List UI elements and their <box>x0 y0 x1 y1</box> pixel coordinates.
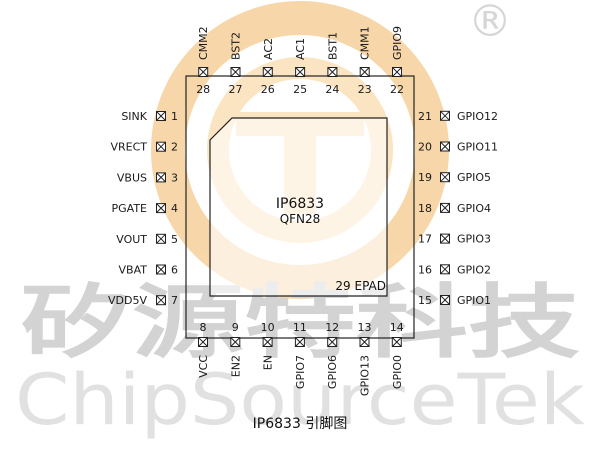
pin-number: 2 <box>171 141 178 154</box>
pin-name: BST2 <box>230 32 243 60</box>
pin-name: VBAT <box>119 264 148 277</box>
diagram-caption: IP6833 引脚图 <box>253 416 348 432</box>
registered-mark: ® <box>468 0 512 47</box>
pin-number: 22 <box>390 83 404 96</box>
pin-marker <box>156 172 166 183</box>
pin-name: GPIO12 <box>457 110 498 123</box>
pin-name: PGATE <box>112 202 148 215</box>
pin-name: GPIO4 <box>457 202 491 215</box>
pin-marker <box>156 111 166 121</box>
pin-name: GPIO7 <box>294 355 307 389</box>
pin-marker <box>156 141 166 152</box>
epad-label: 29 EPAD <box>335 279 386 293</box>
pin-number: 10 <box>261 321 275 334</box>
exposed-pad <box>209 117 388 297</box>
pin-number: 14 <box>390 321 404 334</box>
pin-number: 24 <box>325 83 339 96</box>
pin-number: 19 <box>418 171 432 184</box>
pin-marker <box>359 337 370 347</box>
watermark-brand-en: ChipSourceTek <box>15 359 586 441</box>
pin-name: GPIO3 <box>457 233 491 246</box>
pin-number: 18 <box>418 202 432 215</box>
chip-package: QFN28 <box>280 212 321 226</box>
pin-name: GPIO0 <box>391 355 404 389</box>
pin-name: GPIO1 <box>457 294 491 307</box>
pin-marker <box>262 337 273 347</box>
pin-marker <box>230 67 241 77</box>
pin-marker <box>392 67 402 77</box>
pin-number: 6 <box>171 264 178 277</box>
pin-name: GPIO2 <box>457 263 491 276</box>
pin-marker <box>198 67 209 77</box>
pin-name: AC1 <box>294 38 307 60</box>
pin-name: GPIO9 <box>391 26 404 60</box>
pin-number: 27 <box>229 83 243 96</box>
pin-number: 5 <box>171 233 178 246</box>
pin-name: VOUT <box>116 233 147 246</box>
pin-number: 1 <box>171 110 178 123</box>
pin-marker <box>327 337 338 347</box>
pin-name: GPIO13 <box>359 355 372 396</box>
pin-marker <box>156 295 166 306</box>
pin-marker <box>440 141 450 152</box>
pin-number: 23 <box>358 83 372 96</box>
pin-number: 26 <box>261 83 275 96</box>
pin-marker <box>156 203 166 214</box>
pin-name: GPIO6 <box>326 355 339 389</box>
pin-number: 11 <box>293 321 307 334</box>
pin-name: EN <box>262 355 275 370</box>
pin-name: VRECT <box>110 141 147 154</box>
pin-number: 17 <box>418 233 432 246</box>
pin-marker <box>440 172 450 183</box>
pin-number: 8 <box>200 321 207 334</box>
pin-name: SINK <box>121 110 147 123</box>
pin-marker <box>327 67 338 77</box>
pin-number: 13 <box>358 321 372 334</box>
pin-name: CMM2 <box>197 26 210 60</box>
pin-marker <box>230 337 241 347</box>
chip-name: IP6833 <box>276 196 324 212</box>
pin-marker <box>359 67 370 77</box>
pin-name: GPIO5 <box>457 171 491 184</box>
pin-name: VCC <box>197 355 210 378</box>
pin-marker <box>440 295 450 305</box>
pin-number: 7 <box>171 294 178 307</box>
pin-marker <box>440 233 450 244</box>
pin-marker <box>156 264 166 275</box>
pin-name: AC2 <box>262 38 275 60</box>
pin-number: 25 <box>293 83 307 96</box>
pin-number: 3 <box>171 171 178 184</box>
pin-marker <box>440 202 450 213</box>
pin-name: VDD5V <box>108 294 147 307</box>
pin-marker <box>198 337 208 347</box>
pin-name: GPIO11 <box>457 141 498 154</box>
pin-number: 28 <box>196 83 210 96</box>
pin-number: 4 <box>171 202 178 215</box>
pin-marker <box>440 110 450 121</box>
pin-name: VBUS <box>117 171 147 184</box>
pin-name: EN2 <box>229 355 242 377</box>
pin-number: 15 <box>418 294 432 307</box>
pin-number: 9 <box>232 321 239 334</box>
pin-marker <box>295 67 306 77</box>
pin-name: BST1 <box>326 32 339 60</box>
pin-marker <box>156 233 166 244</box>
pin-marker <box>440 264 450 275</box>
pin-number: 20 <box>418 141 432 154</box>
pin-marker <box>391 337 402 347</box>
pin-marker <box>262 67 273 77</box>
pin-number: 12 <box>325 321 339 334</box>
pin-marker <box>294 337 305 347</box>
pin-name: CMM1 <box>359 26 372 60</box>
pin-number: 16 <box>418 263 432 276</box>
pin-number: 21 <box>418 110 432 123</box>
